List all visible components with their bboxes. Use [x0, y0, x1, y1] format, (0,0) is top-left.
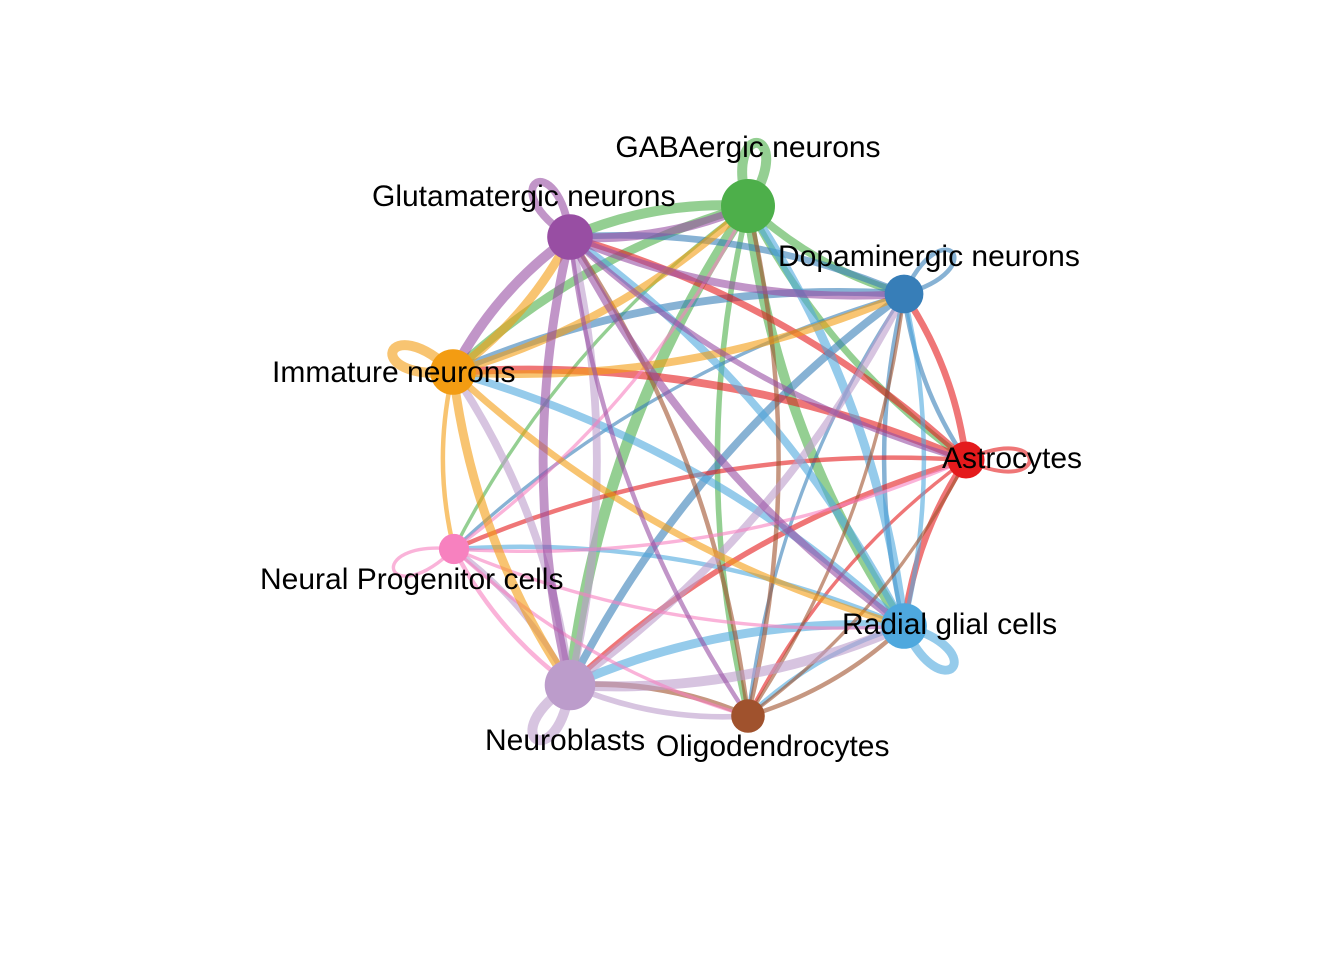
edge-gluta-to-oligo — [567, 234, 751, 719]
edge-radial-to-gaba — [743, 201, 909, 631]
edge-npc-to-oligo — [452, 547, 750, 718]
labels-layer: GABAergic neurons Dopaminergic neurons A… — [260, 131, 1082, 763]
node-dopa — [884, 274, 924, 314]
edge-gaba-to-gaba — [737, 137, 772, 211]
edge-dopa-to-dopa — [901, 247, 957, 297]
edges-layer — [387, 137, 1032, 746]
nodes-layer — [430, 179, 985, 733]
edge-gluta-to-astro — [567, 234, 969, 463]
edge-astro-to-astro — [964, 446, 1032, 474]
edge-immature-to-neuroblast — [448, 367, 575, 690]
edge-immature-to-radial — [449, 368, 908, 630]
edge-npc-to-gaba — [452, 204, 750, 551]
node-gluta — [547, 214, 593, 260]
edge-neuroblast-to-radial — [565, 621, 909, 692]
label-gaba: GABAergic neurons — [615, 131, 880, 164]
edge-neuroblast-to-gluta — [566, 233, 601, 689]
edge-astro-to-neuroblast — [567, 457, 969, 688]
node-astro — [947, 441, 985, 479]
edge-gluta-to-radial — [566, 233, 908, 630]
edge-astro-to-dopa — [900, 290, 970, 464]
edge-gluta-to-gluta — [528, 178, 574, 241]
node-oligo — [731, 699, 765, 733]
edge-immature-to-dopa — [449, 290, 908, 379]
edge-radial-to-dopa — [901, 291, 927, 629]
label-dopa: Dopaminergic neurons — [778, 240, 1080, 273]
edge-immature-to-immature — [387, 340, 458, 378]
edge-npc-to-npc — [391, 546, 456, 578]
node-gaba — [721, 179, 775, 233]
edge-astro-to-immature — [449, 365, 970, 464]
edge-gluta-to-dopa — [566, 233, 908, 300]
edge-radial-to-radial — [899, 621, 959, 675]
label-neuroblast: Neuroblasts — [485, 724, 645, 757]
edge-radial-to-gluta — [566, 233, 908, 630]
edge-oligo-to-gaba — [745, 203, 781, 719]
label-immature: Immature neurons — [272, 356, 515, 389]
label-gluta: Glutamatergic neurons — [372, 180, 676, 213]
node-immature — [430, 349, 476, 395]
edge-gluta-to-neuroblast — [538, 232, 575, 690]
edge-npc-to-radial — [452, 547, 906, 630]
edge-neuroblast-to-neuroblast — [527, 680, 575, 746]
node-radial — [881, 603, 927, 649]
label-astro: Astrocytes — [942, 442, 1082, 475]
node-neuroblast — [544, 659, 596, 711]
edge-neuroblast-to-dopa — [566, 290, 908, 689]
label-radial: Radial glial cells — [842, 608, 1057, 641]
edge-npc-to-astro — [452, 458, 968, 554]
edge-radial-to-npc — [451, 544, 907, 629]
label-oligo: Oligodendrocytes — [656, 730, 889, 763]
edge-dopa-to-neuroblast — [566, 290, 908, 689]
edge-radial-to-immature — [449, 368, 908, 630]
label-npc: Neural Progenitor cells — [260, 563, 563, 596]
node-npc — [438, 533, 470, 565]
